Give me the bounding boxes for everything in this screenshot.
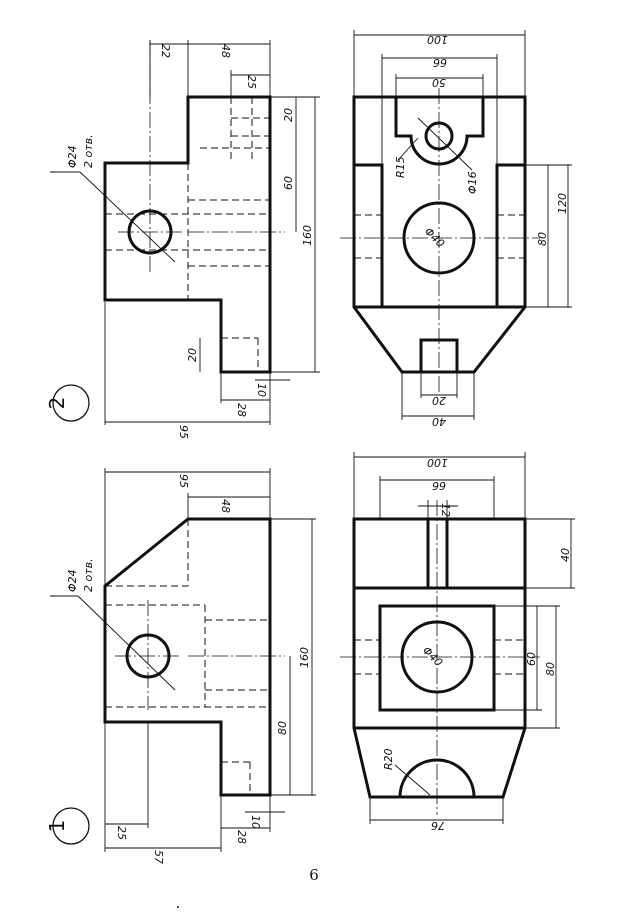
part-2-dim-20: 20 (432, 394, 446, 407)
part-2-dim-20a: 20 (282, 108, 295, 122)
part-2-number: 2 (45, 397, 69, 410)
part-2-boss (394, 97, 485, 166)
part-2-dim-160: 160 (301, 225, 314, 246)
part-2-dim-80: 80 (536, 232, 549, 246)
part-1-front-view (50, 468, 316, 852)
part-1-dim-25: 25 (115, 826, 128, 840)
part-2-plan-view (340, 30, 572, 420)
part-2-dim-40: 40 (432, 415, 446, 428)
part-2-dim-48: 48 (219, 44, 232, 58)
part-2-dim-22: 22 (159, 44, 172, 58)
part-2-dim-20b: 20 (186, 348, 199, 362)
part-1-front-outline (103, 517, 272, 797)
part-2-dim-phi40: Φ40 (422, 225, 447, 250)
part-2-dim-25: 25 (245, 75, 258, 89)
part-1-dim-76: 76 (431, 819, 445, 832)
part-1-dim-80: 80 (276, 721, 289, 735)
part-2-dim-66: 66 (433, 56, 447, 69)
page-mark: · (176, 898, 181, 916)
part-1-dim-95: 95 (177, 474, 190, 488)
part-1-number: 1 (45, 820, 69, 833)
part-2-dim-120: 120 (556, 193, 569, 214)
part-2-hole-note-diameter: Φ24 (66, 145, 79, 168)
part-1-dim-60: 60 (525, 652, 538, 666)
part-2-dim-phi16: Φ16 (466, 171, 479, 194)
part-1-hole-note-count: 2 отв. (82, 558, 95, 592)
part-1-hole-note-diameter: Φ24 (66, 569, 79, 592)
part-1-number-badge (52, 807, 90, 845)
part-1-dim-160: 160 (298, 647, 311, 668)
part-1-dim-100: 100 (427, 456, 448, 469)
part-2-front-view (50, 40, 320, 425)
part-1-plan-view (340, 452, 575, 824)
part-1-dim-28: 28 (235, 830, 248, 844)
part-1-dim-66: 66 (432, 479, 446, 492)
part-2-dim-100: 100 (427, 33, 448, 46)
part-1-dim-r20: R20 (382, 748, 395, 770)
part-2-dim-95: 95 (177, 425, 190, 439)
part-2-dim-28: 28 (235, 403, 248, 417)
part-1-dim-80: 80 (544, 662, 557, 676)
part-2-number-badge (52, 384, 90, 422)
part-1-dim-48: 48 (219, 499, 232, 513)
part-1-dim-phi40: Φ40 (420, 644, 445, 669)
part-2-dim-50: 50 (432, 76, 446, 89)
part-1-dim-12: 12 (439, 503, 452, 517)
part-2-dim-10: 10 (255, 383, 268, 397)
page-number: 6 (309, 866, 319, 884)
part-2-front-outline (103, 95, 272, 374)
part-2-dim-r15: R15 (394, 156, 407, 178)
part-1-dim-57: 57 (152, 850, 165, 864)
part-1-dim-10: 10 (249, 815, 262, 829)
part-2-hole-note-count: 2 отв. (82, 134, 95, 168)
part-2-dim-60: 60 (282, 176, 295, 190)
part-1-dim-40: 40 (559, 548, 572, 562)
